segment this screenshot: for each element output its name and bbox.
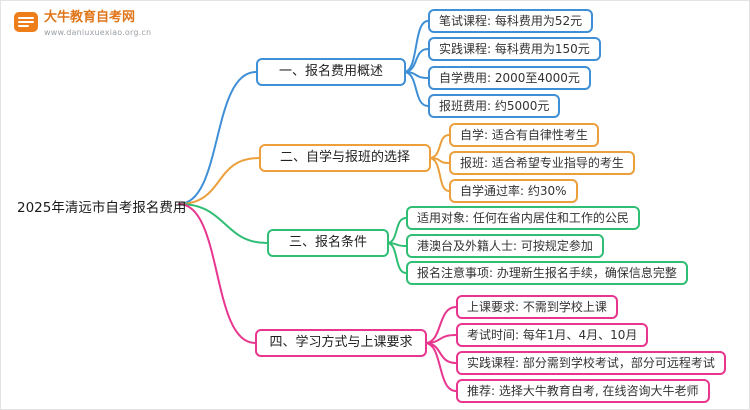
connector-branch1-leaf2 — [403, 48, 429, 73]
connector-branch3-leaf3 — [386, 242, 407, 274]
connector-branch4-leaf3 — [424, 342, 457, 364]
connector-branch4-leaf4 — [424, 342, 457, 392]
leaf-node-1-1: 笔试课程: 每科费用为52元 — [428, 9, 594, 34]
leaf-node-3-2: 港澳台及外籍人士: 可按规定参加 — [406, 234, 604, 259]
connector-branch1-leaf3 — [403, 71, 429, 79]
leaf-node-1-3: 自学费用: 2000至4000元 — [428, 66, 591, 91]
logo-url: www.daniuxuexiao.org.cn — [44, 27, 152, 37]
leaf-node-2-2: 报班: 适合希望专业指导的考生 — [449, 151, 635, 176]
logo: 大牛教育自考网 www.daniuxuexiao.org.cn — [13, 10, 151, 37]
connector-root-branch4 — [178, 203, 256, 344]
connector-branch3-leaf2 — [386, 242, 407, 247]
connector-branch2-leaf1 — [428, 134, 450, 159]
leaf-node-2-1: 自学: 适合有自律性考生 — [449, 123, 599, 148]
logo-name: 大牛教育自考网 — [44, 10, 136, 25]
connector-root-branch1 — [178, 71, 257, 205]
branch-node-2: 二、自学与报班的选择 — [259, 144, 431, 172]
leaf-node-1-4: 报班费用: 约5000元 — [428, 94, 561, 119]
leaf-node-3-1: 适用对象: 任何在省内居住和工作的公民 — [406, 206, 640, 231]
leaf-node-4-3: 实践课程: 部分需到学校考试，部分可远程考试 — [456, 351, 726, 376]
root-node: 2025年清远市自考报名费用 — [17, 200, 187, 216]
leaf-node-1-2: 实践课程: 每科费用为150元 — [428, 37, 601, 62]
connector-root-branch2 — [178, 157, 260, 205]
connector-branch4-leaf2 — [424, 334, 457, 344]
branch-node-1: 一、报名费用概述 — [256, 58, 406, 86]
leaf-node-4-2: 考试时间: 每年1月、4月、10月 — [456, 323, 649, 348]
leaf-node-3-3: 报名注意事项: 办理新生报名手续，确保信息完整 — [406, 261, 688, 286]
connector-branch4-leaf1 — [424, 306, 457, 344]
connector-branch2-leaf2 — [428, 157, 450, 164]
connector-branch2-leaf3 — [428, 157, 450, 192]
leaf-node-2-3: 自学通过率: 约30% — [449, 179, 578, 204]
logo-text: 大牛教育自考网 www.daniuxuexiao.org.cn — [44, 10, 151, 37]
connector-root-branch3 — [178, 203, 268, 244]
branch-node-4: 四、学习方式与上课要求 — [255, 329, 427, 357]
connector-branch3-leaf1 — [386, 217, 407, 244]
logo-book-icon — [14, 12, 38, 32]
leaf-node-4-4: 推荐: 选择大牛教育自考, 在线咨询大牛老师 — [456, 379, 710, 404]
branch-node-3: 三、报名条件 — [267, 229, 389, 257]
connector-branch1-leaf1 — [403, 20, 429, 73]
leaf-node-4-1: 上课要求: 不需到学校上课 — [456, 295, 618, 320]
connector-branch1-leaf4 — [403, 71, 429, 107]
